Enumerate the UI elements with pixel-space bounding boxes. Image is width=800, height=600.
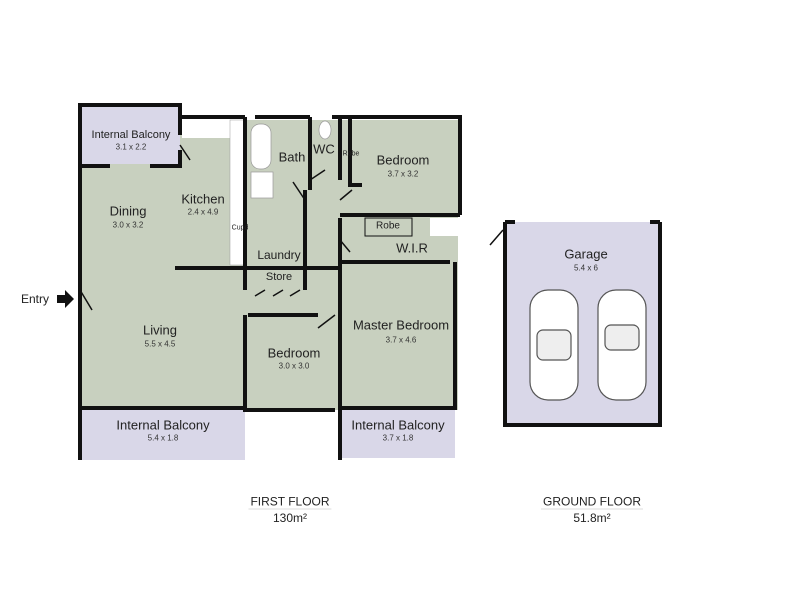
doors xyxy=(79,144,504,329)
room-name: Garage xyxy=(564,246,608,262)
room-name: Dining xyxy=(109,203,147,219)
shower xyxy=(250,171,274,199)
room-name: WC xyxy=(313,141,335,157)
room-name: Robe xyxy=(342,150,360,158)
car-right xyxy=(597,289,647,401)
room-dimensions: 5.4 x 1.8 xyxy=(147,433,179,443)
room-dimensions: 3.7 x 3.2 xyxy=(387,169,419,179)
walls xyxy=(78,103,662,460)
room-name: Robe xyxy=(376,220,400,232)
room-name: Cupd xyxy=(231,224,249,232)
room-name: W.I.R xyxy=(396,240,428,256)
room-dimensions: 5.4 x 6 xyxy=(573,263,599,273)
room-name: Store xyxy=(265,271,293,283)
ground-floor-title: GROUND FLOOR xyxy=(540,494,644,510)
room-name: Internal Balcony xyxy=(351,417,445,433)
car-left xyxy=(529,289,579,401)
wir-robe-box xyxy=(364,217,413,237)
room-name: Living xyxy=(143,322,177,338)
balcony-left-fill xyxy=(80,410,245,460)
kitchen-counter xyxy=(229,119,245,266)
first-floor-area: 130m² xyxy=(272,511,308,525)
room-dimensions: 3.1 x 2.2 xyxy=(115,142,147,152)
toilet xyxy=(318,120,332,140)
room-dimensions: 2.4 x 4.9 xyxy=(187,207,219,217)
room-name: Internal Balcony xyxy=(91,129,171,141)
room-name: Kitchen xyxy=(181,191,225,207)
window-right xyxy=(430,218,458,236)
room-name: Internal Balcony xyxy=(116,417,210,433)
room-dimensions: 3.7 x 1.8 xyxy=(382,433,414,443)
entry-arrow-icon xyxy=(57,290,74,308)
entry-label: Entry xyxy=(20,292,50,306)
balcony-right-fill xyxy=(340,410,455,458)
first-floor-title: FIRST FLOOR xyxy=(248,494,332,510)
room-dimensions: 3.0 x 3.0 xyxy=(278,361,310,371)
kitchen-bench xyxy=(182,118,230,138)
room-dimensions: 3.0 x 3.2 xyxy=(112,220,144,230)
room-name: Bath xyxy=(278,149,306,165)
room-dimensions: 5.5 x 4.5 xyxy=(144,339,176,349)
room-name: Bedroom xyxy=(267,345,321,361)
room-dimensions: 3.7 x 4.6 xyxy=(385,335,417,345)
ground-floor-area: 51.8m² xyxy=(573,511,611,525)
first-floor-fill xyxy=(80,120,458,410)
room-name: Master Bedroom xyxy=(352,317,450,333)
room-name: Bedroom xyxy=(376,152,430,168)
bathtub xyxy=(250,123,272,170)
balcony-top-fill xyxy=(80,106,180,164)
room-name: Laundry xyxy=(257,248,301,262)
